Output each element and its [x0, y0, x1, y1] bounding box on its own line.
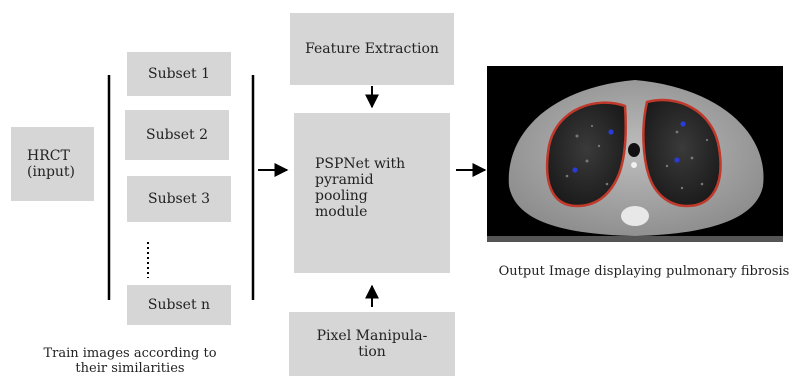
subset-2-label: Subset 2: [145, 127, 209, 143]
pspnet-box: PSPNet with pyramid pooling module: [294, 113, 450, 273]
train-caption: Train images according to their similari…: [43, 346, 217, 376]
subset-1-label: Subset 1: [147, 66, 211, 82]
ct-output-image: [487, 66, 783, 242]
pixel-manipulation-label: Pixel Manipula- tion: [316, 328, 428, 360]
hrct-input-box: HRCT (input): [11, 127, 94, 201]
ct-fibrosis-markers: [572, 121, 686, 173]
subset-3-box: Subset 3: [127, 176, 231, 222]
subset-n-box: Subset n: [127, 285, 231, 325]
feature-extraction-box: Feature Extraction: [290, 13, 454, 85]
subset-2-box: Subset 2: [125, 110, 229, 160]
ct-spine: [621, 206, 649, 226]
ct-trachea: [628, 143, 640, 157]
ct-vessel: [631, 162, 637, 168]
subset-3-label: Subset 3: [147, 191, 211, 207]
subset-n-label: Subset n: [147, 297, 211, 313]
hrct-input-label: HRCT (input): [27, 148, 76, 180]
ct-lung-texture: [565, 124, 709, 190]
ct-bottom-strip: [487, 236, 783, 242]
feature-extraction-label: Feature Extraction: [305, 41, 439, 57]
ct-left-lung: [545, 101, 627, 208]
pixel-manipulation-box: Pixel Manipula- tion: [289, 312, 455, 376]
ct-scan-graphic: [487, 66, 783, 242]
pspnet-label: PSPNet with pyramid pooling module: [315, 156, 406, 220]
output-caption: Output Image displaying pulmonary fibros…: [498, 264, 790, 279]
subset-1-box: Subset 1: [127, 52, 231, 96]
ct-right-lung: [642, 98, 722, 208]
